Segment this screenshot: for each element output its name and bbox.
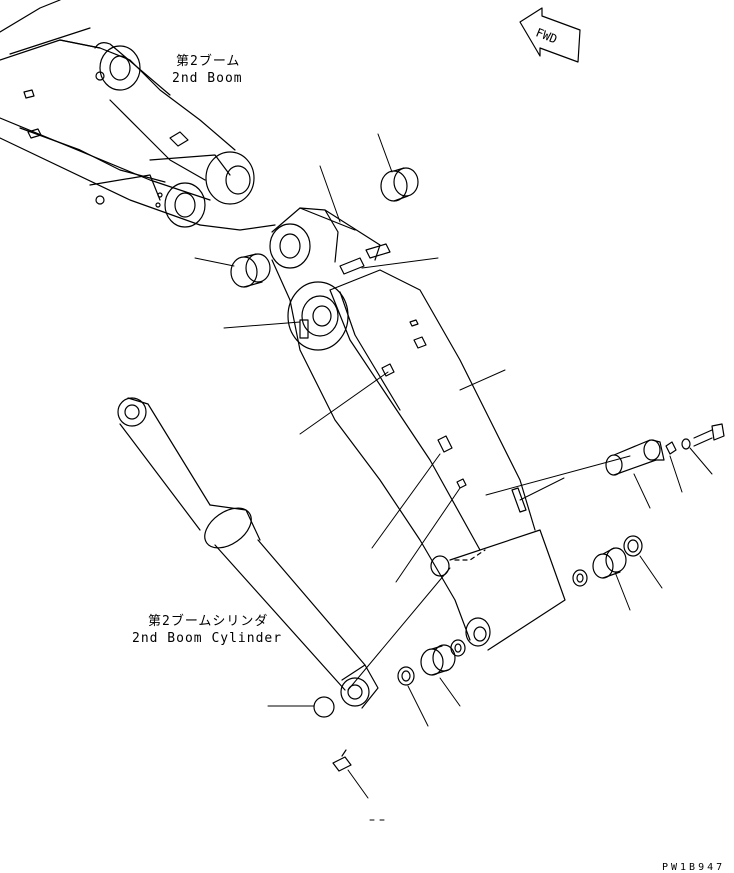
arm-pin [605, 439, 665, 476]
bushing-left [230, 253, 271, 288]
label-boom-jp: 第2ブーム [176, 53, 240, 69]
lock-plate [665, 441, 677, 455]
bushing-top [380, 167, 419, 202]
boom-cylinder [117, 397, 379, 709]
washer-small [681, 438, 691, 450]
second-boom [0, 0, 276, 231]
drawing-code: PW1B947 [662, 862, 725, 873]
cylinder-washer [313, 696, 335, 718]
arm [269, 207, 566, 651]
leader-lines [194, 133, 713, 821]
fwd-label: FWD [534, 25, 559, 46]
fwd-arrow-icon: FWD [519, 7, 581, 63]
grease-fitting [332, 749, 352, 772]
label-boom-en: 2nd Boom [172, 71, 243, 86]
bolt [693, 423, 725, 447]
label-cylinder-en: 2nd Boom Cylinder [132, 631, 282, 646]
bushing-bottom [397, 639, 466, 686]
bushing-right [572, 535, 643, 587]
label-cylinder-jp: 第2ブームシリンダ [148, 613, 268, 629]
